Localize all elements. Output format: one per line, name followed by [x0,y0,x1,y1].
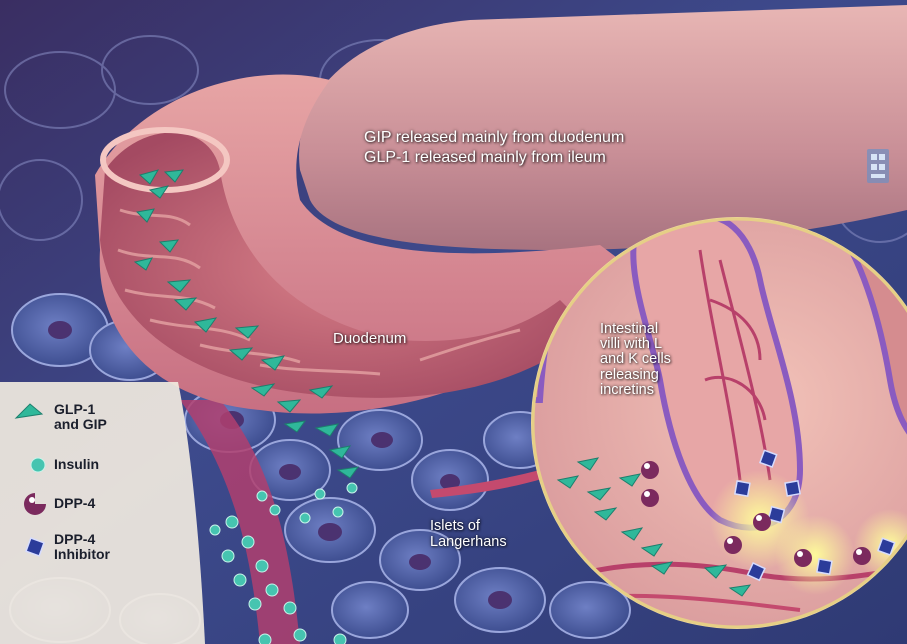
legend-line: DPP-4 [54,532,110,547]
villi-label: Intestinal villi with L and K cells rele… [600,322,671,398]
legend-line: and GIP [54,417,107,432]
dpp4-legend-icon [22,491,48,517]
release-note-line-1: GIP released mainly from duodenum [364,129,624,146]
insulin-legend-icon [28,455,48,475]
villi-label-line: releasing [600,368,671,383]
islets-label: Islets of Langerhans [430,519,507,551]
islets-label-line: Langerhans [430,535,507,551]
publisher-logo [866,148,890,184]
islets-label-line: Islets of [430,519,507,535]
villi-label-line: Intestinal [600,322,671,337]
release-note-line-2: GLP-1 released mainly from ileum [364,149,606,166]
glp1-gip-legend-icon [14,402,44,422]
legend-dpp4: DPP-4 [54,496,95,511]
legend-line: Inhibitor [54,547,110,562]
legend-glp1-gip: GLP-1 and GIP [54,402,107,433]
duodenum-label: Duodenum [333,331,406,347]
legend-insulin: Insulin [54,457,99,472]
dpp4-inhibitor-legend-icon [22,534,48,560]
villi-label-line: incretins [600,383,671,398]
villi-label-line: and K cells [600,352,671,367]
legend-dpp4-inhibitor: DPP-4 Inhibitor [54,532,110,563]
legend-line: GLP-1 [54,402,107,417]
